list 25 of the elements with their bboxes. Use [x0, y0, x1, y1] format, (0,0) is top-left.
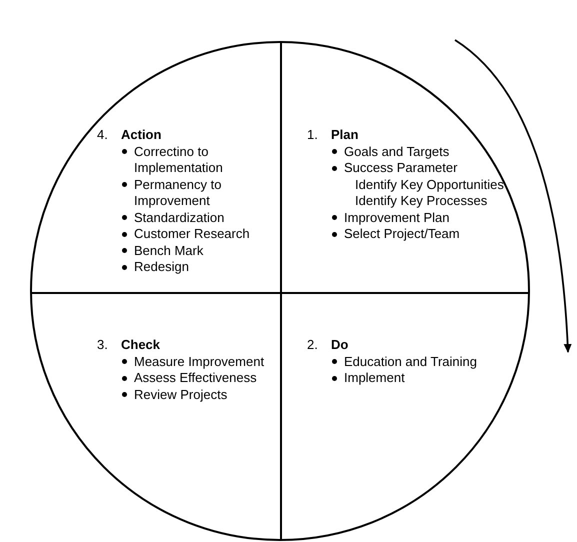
step-heading: Do — [331, 337, 348, 354]
list-item: Customer Research — [134, 226, 251, 242]
list-item: Select Project/Team — [344, 226, 460, 242]
step-number: 1. — [307, 127, 319, 144]
list-item: Education and Training — [344, 354, 477, 370]
step-number: 2. — [307, 337, 319, 354]
step-heading: Check — [121, 337, 160, 354]
list-item: Bench Mark — [134, 242, 204, 259]
step-number: 3. — [97, 337, 109, 354]
list-item: Assess Effectiveness — [134, 370, 257, 386]
sub-item: Identify Key Opportunities — [355, 176, 504, 192]
list-item: Measure Improvement — [134, 354, 264, 370]
sub-item: Identify Key Processes — [355, 193, 488, 208]
list-item: Correctino to Implementation — [134, 144, 224, 176]
step-heading: Plan — [331, 127, 358, 144]
list-item: Redesign — [134, 259, 190, 276]
list-item: Permanency to Improvement — [134, 176, 222, 210]
step-number: 4. — [97, 127, 109, 144]
list-item: Improvement Plan — [344, 210, 450, 226]
step-heading: Action — [121, 127, 162, 144]
list-item: Implement — [344, 370, 405, 386]
list-item: Standardization — [134, 210, 226, 226]
list-item: Success Parameter — [344, 160, 458, 176]
list-item: Review Projects — [134, 386, 228, 403]
list-item: Goals and Targets — [344, 144, 450, 160]
